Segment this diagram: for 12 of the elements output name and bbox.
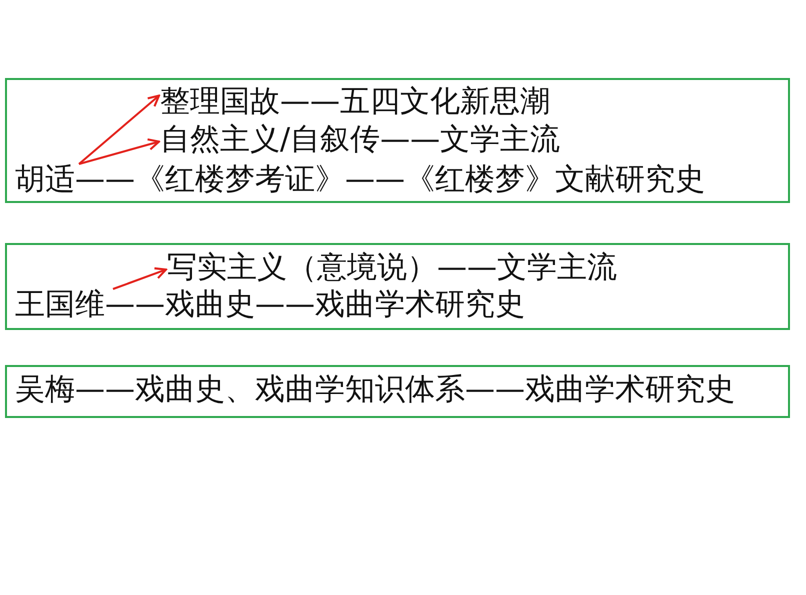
arrow <box>78 138 160 165</box>
text-line: 整理国故——五四文化新思潮 <box>160 86 550 118</box>
text-line: 写实主义（意境说）——文学主流 <box>167 252 617 284</box>
text-line: 自然主义/自叙传——文学主流 <box>160 124 560 156</box>
arrow <box>78 94 160 165</box>
arrow <box>112 267 168 290</box>
text-line: 吴梅——戏曲史、戏曲学知识体系——戏曲学术研究史 <box>15 374 735 406</box>
outline-frame <box>5 78 790 203</box>
text-line: 王国维——戏曲史——戏曲学术研究史 <box>15 289 525 321</box>
outline-frame <box>5 243 790 330</box>
outline-frame <box>5 365 790 418</box>
text-line: 胡适——《红楼梦考证》——《红楼梦》文献研究史 <box>15 164 705 196</box>
